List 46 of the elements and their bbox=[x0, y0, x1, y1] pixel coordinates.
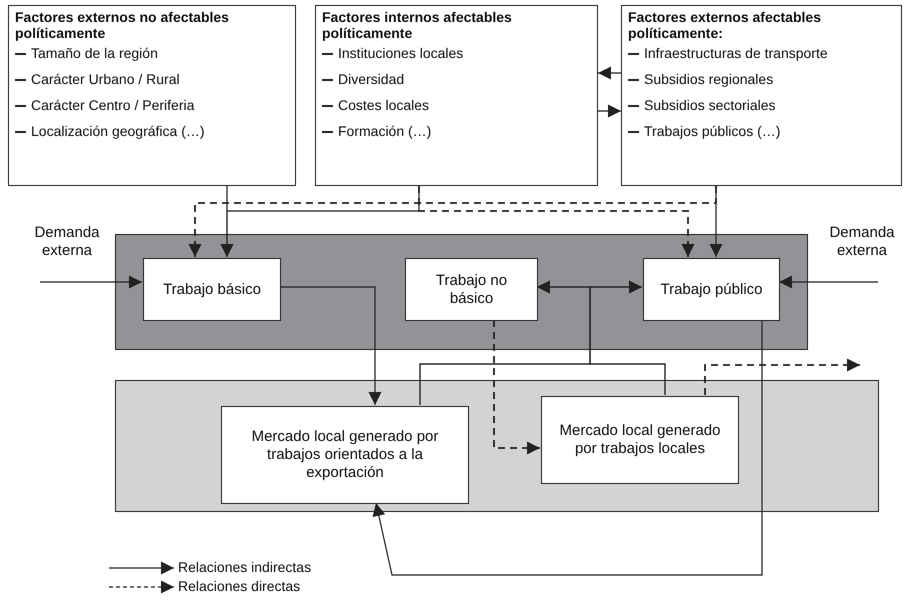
band-background bbox=[115, 234, 808, 350]
list-item: Infraestructuras de transporte bbox=[644, 45, 828, 62]
arrow bbox=[598, 66, 621, 80]
box-heading: Factores externos no afectables políticamente bbox=[15, 9, 230, 41]
arrow bbox=[598, 104, 621, 118]
arrow bbox=[493, 320, 540, 454]
arrow bbox=[40, 276, 142, 288]
arrow bbox=[710, 186, 722, 257]
list-item: Instituciones locales bbox=[338, 45, 464, 62]
list-item: Diversidad bbox=[338, 71, 404, 88]
box-heading: Factores externos afectables políticamente: bbox=[628, 9, 822, 41]
box-label: Trabajo no básico bbox=[434, 272, 508, 308]
list-item: Costes locales bbox=[338, 97, 430, 114]
arrow bbox=[280, 286, 382, 405]
list-item: Formación (…) bbox=[338, 123, 432, 140]
demand-label: Demanda externa bbox=[828, 224, 896, 260]
process-box bbox=[541, 396, 739, 484]
list-item: Trabajos públicos (…) bbox=[644, 123, 780, 140]
process-box bbox=[143, 258, 281, 321]
list-item: Carácter Urbano / Rural bbox=[31, 71, 180, 88]
legend-label: Relaciones indirectas bbox=[178, 559, 312, 576]
arrow bbox=[704, 358, 860, 395]
arrow bbox=[372, 320, 763, 576]
process-box bbox=[405, 258, 538, 321]
list-item: Tamaño de la región bbox=[31, 45, 158, 62]
box-label: Trabajo básico bbox=[163, 280, 261, 298]
list-item: Subsidios regionales bbox=[644, 71, 774, 88]
factor-box bbox=[8, 5, 296, 186]
box-label: Mercado local generado por trabajos locales bbox=[558, 422, 722, 458]
box-label: Trabajo público bbox=[660, 280, 762, 298]
band-background bbox=[115, 380, 879, 512]
arrow bbox=[779, 276, 878, 288]
factor-box bbox=[315, 5, 598, 186]
list-item: Localización geográfica (…) bbox=[31, 123, 205, 140]
process-box bbox=[643, 258, 780, 321]
legend-label: Relaciones directas bbox=[178, 578, 300, 595]
list-item: Carácter Centro / Periferia bbox=[31, 97, 194, 114]
factor-box bbox=[621, 5, 902, 186]
process-box bbox=[221, 406, 469, 504]
arrow bbox=[188, 186, 717, 257]
arrow bbox=[418, 186, 694, 257]
list-item: Subsidios sectoriales bbox=[644, 97, 776, 114]
arrow bbox=[589, 280, 666, 395]
box-heading: Factores internos afectables políticamente bbox=[322, 9, 513, 41]
box-label: Mercado local generado por trabajos orientados a la exportación bbox=[250, 428, 440, 482]
demand-label: Demanda externa bbox=[33, 224, 101, 260]
